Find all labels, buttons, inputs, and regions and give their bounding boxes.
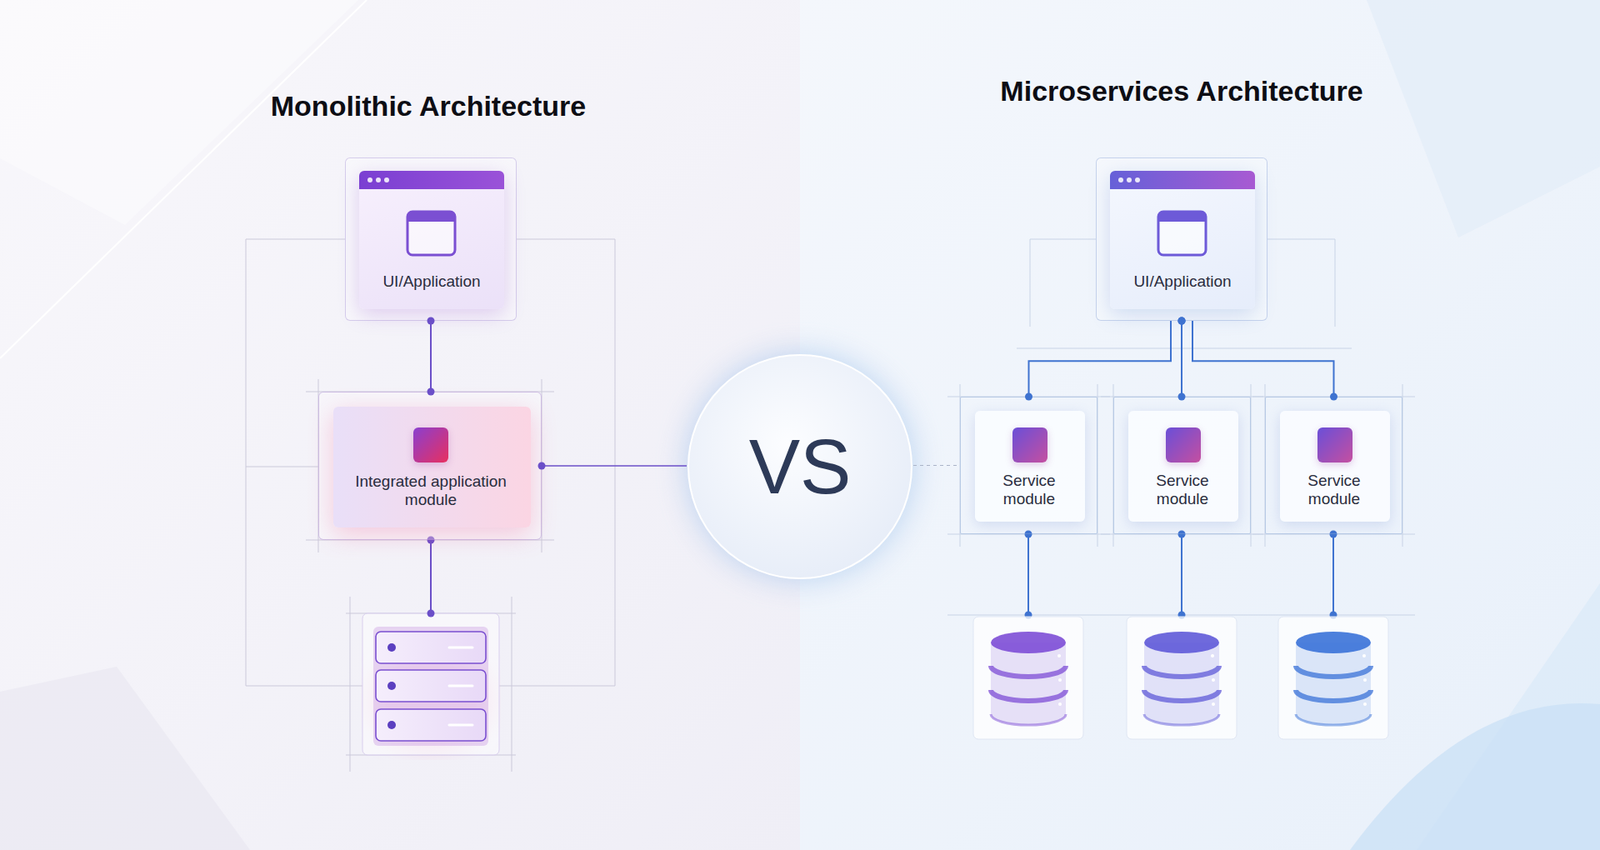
connector xyxy=(1192,320,1335,397)
node-text: Integrated application module xyxy=(340,472,522,510)
wire xyxy=(430,540,432,614)
module-icon xyxy=(1012,427,1048,463)
bar-dot xyxy=(375,177,381,183)
title-bar xyxy=(359,170,505,190)
database-card xyxy=(973,616,1084,740)
bar-dot xyxy=(367,177,373,183)
service-box: Service module xyxy=(1113,396,1251,535)
connector-dot xyxy=(1330,393,1338,401)
database-cylinder xyxy=(990,631,1066,725)
bg-facet xyxy=(0,666,250,850)
connector-dot xyxy=(427,388,435,396)
server-led xyxy=(387,720,396,730)
server-led xyxy=(387,643,396,652)
node-text: Service module xyxy=(987,471,1071,509)
node-text: Service module xyxy=(1292,471,1376,509)
wire-dot xyxy=(1025,530,1033,539)
connector xyxy=(430,320,432,392)
connector xyxy=(541,465,687,467)
module-icon xyxy=(1317,427,1353,463)
wire-dot xyxy=(1330,530,1338,539)
bg-line xyxy=(0,0,367,359)
title-bar xyxy=(1110,170,1255,190)
server-back xyxy=(373,626,489,746)
server-slot xyxy=(449,647,473,725)
bar-dot xyxy=(1135,177,1140,183)
bg-facet xyxy=(1366,0,1600,238)
connector xyxy=(1180,320,1183,397)
module-box: Integrated application module xyxy=(318,391,542,540)
node-text: Service module xyxy=(1140,471,1225,509)
server-frame xyxy=(362,613,500,755)
connector-dot xyxy=(538,462,546,470)
vs-circle: VS xyxy=(686,353,914,580)
connector-dot xyxy=(427,317,435,325)
connector-dot xyxy=(1178,317,1186,325)
bar-dot xyxy=(1126,177,1132,183)
server-led xyxy=(387,681,396,690)
connector xyxy=(913,465,960,466)
node-text: VS xyxy=(686,421,914,512)
connector-dot xyxy=(1178,317,1186,325)
left-panel xyxy=(0,0,800,850)
service-box: Service module xyxy=(960,396,1098,535)
app-box: UI/Application xyxy=(345,157,517,321)
window-bar xyxy=(1158,211,1206,222)
connector-dot xyxy=(1178,393,1186,401)
database-card xyxy=(1126,616,1237,740)
database-card xyxy=(1278,616,1389,740)
right-panel xyxy=(800,0,1600,850)
wire-dot xyxy=(1178,530,1186,539)
card xyxy=(333,406,531,528)
database-cylinder xyxy=(1295,631,1371,725)
section-heading: Monolithic Architecture xyxy=(161,89,695,123)
wire xyxy=(1180,534,1183,615)
app-box: UI/Application xyxy=(1095,157,1268,321)
window-bar xyxy=(407,211,455,222)
window-icon xyxy=(1156,210,1208,257)
module-icon xyxy=(1165,427,1201,463)
window-frame xyxy=(1158,211,1206,255)
wire-dot xyxy=(427,610,435,618)
section-heading: Microservices Architecture xyxy=(915,74,1449,108)
window-frame xyxy=(407,211,455,255)
connector-dot xyxy=(1178,317,1186,325)
window-icon xyxy=(405,210,457,257)
wire xyxy=(1027,534,1030,615)
bar-dot xyxy=(384,177,390,183)
service-box: Service module xyxy=(1265,396,1403,535)
module-icon xyxy=(413,427,449,463)
bar-dot xyxy=(1118,177,1124,183)
connector-dot xyxy=(1025,393,1033,401)
database-cylinder xyxy=(1144,631,1220,725)
node-text: UI/Application xyxy=(1110,272,1255,291)
node-text: UI/Application xyxy=(359,272,505,291)
wire xyxy=(1332,534,1335,615)
connector xyxy=(1029,320,1172,397)
